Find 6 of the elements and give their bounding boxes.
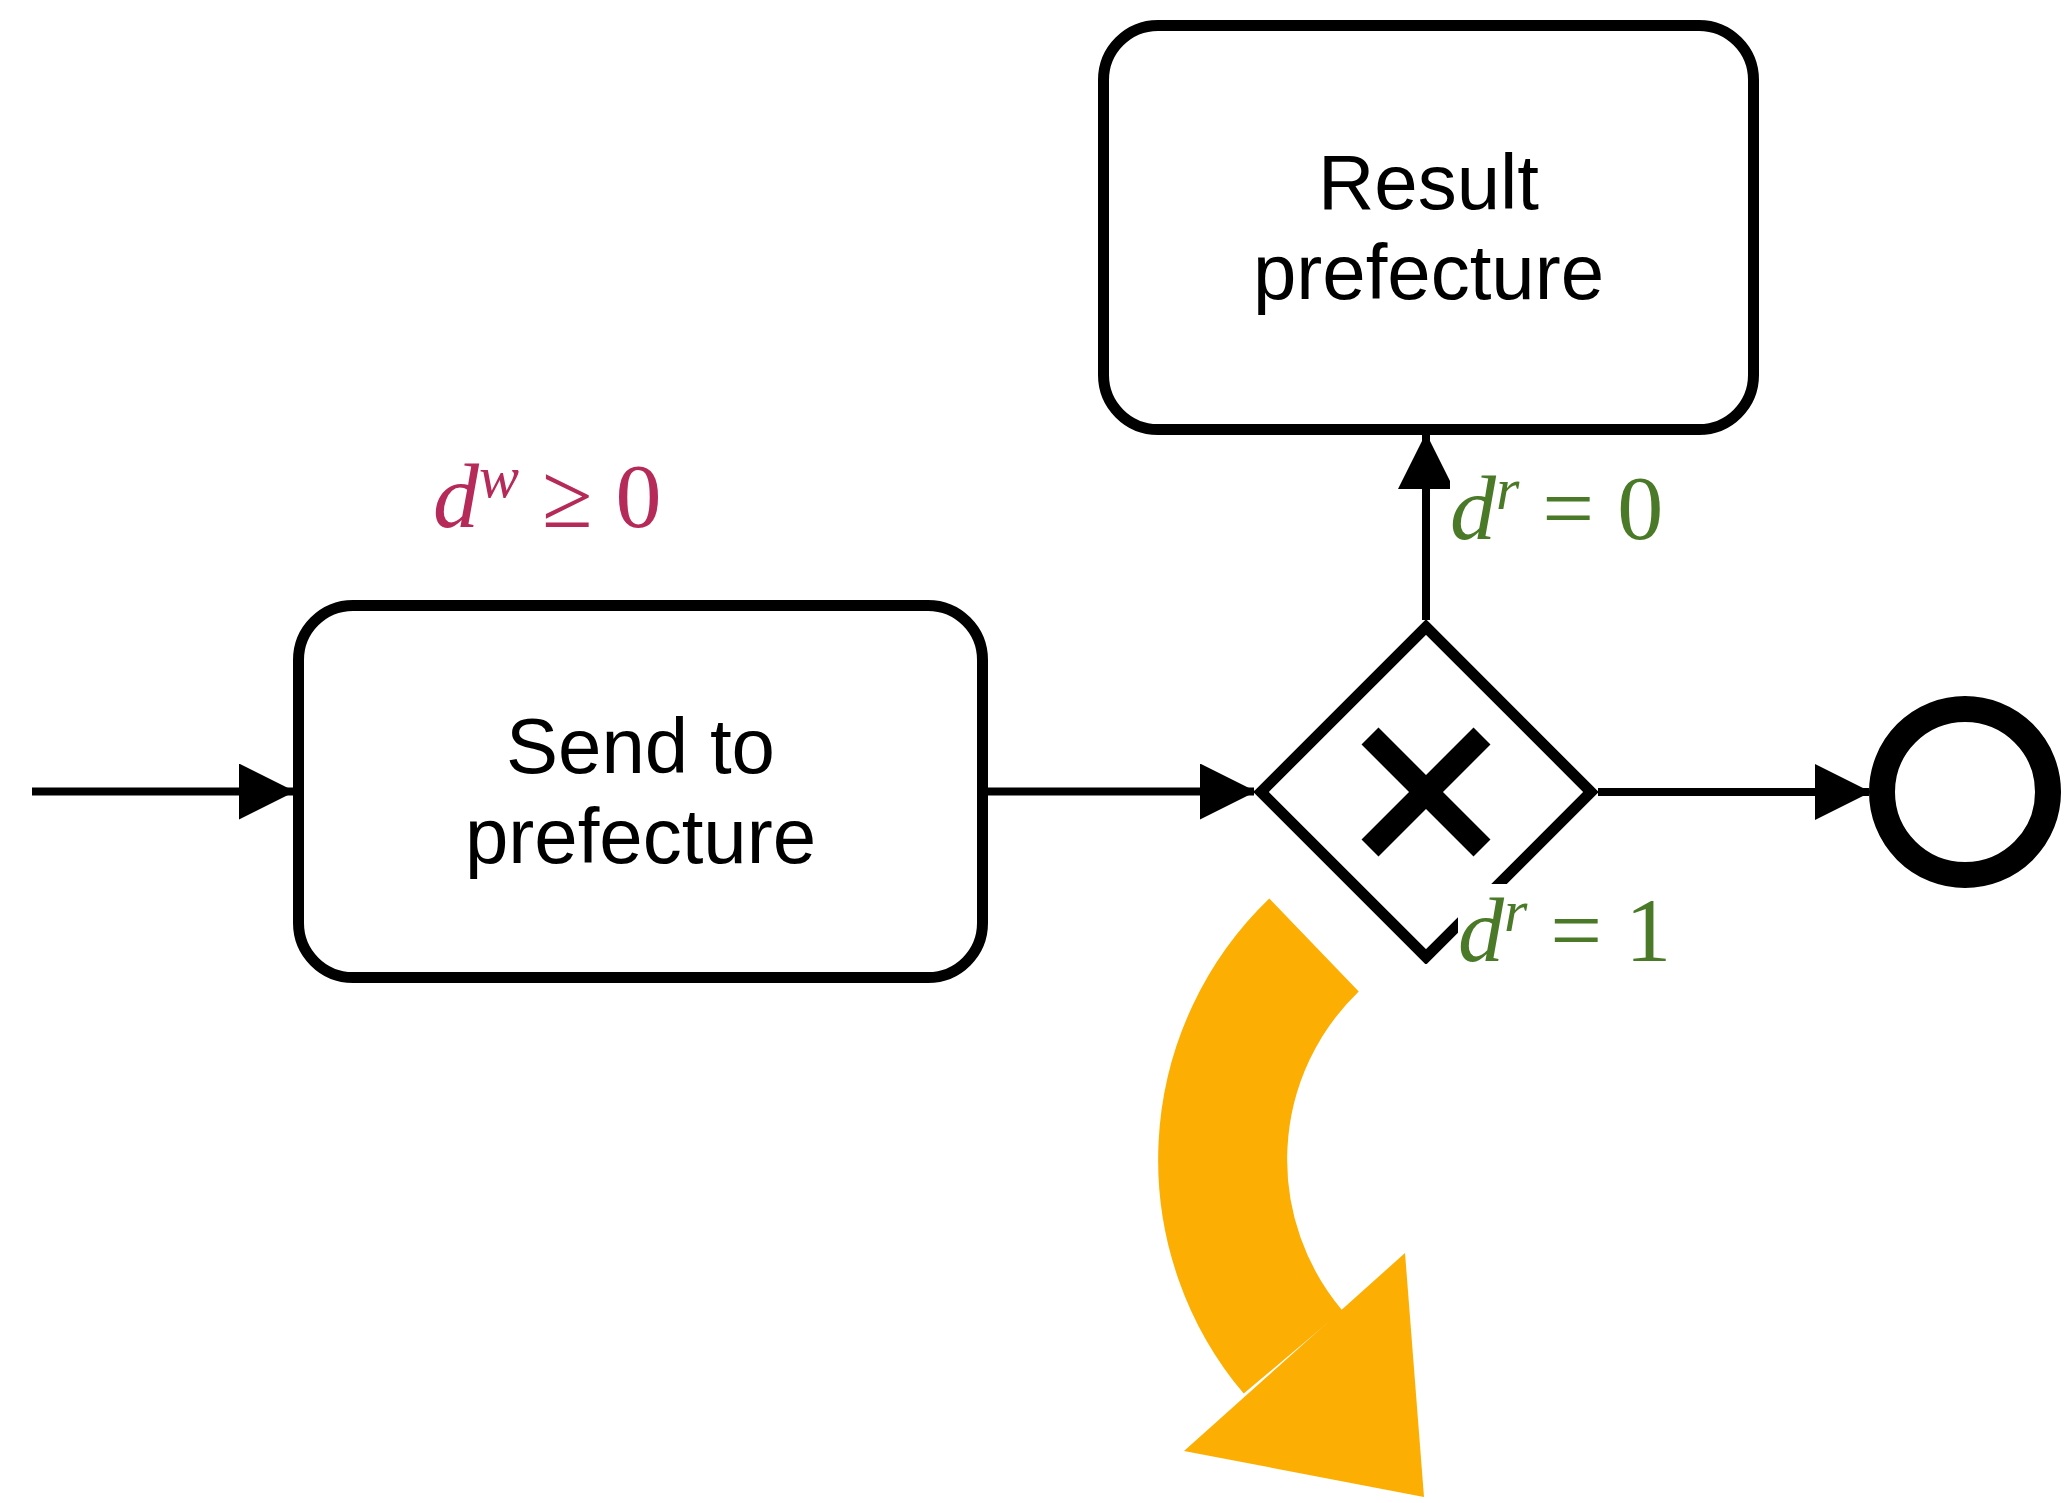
condition-formula: d$^{w}$ ≥ 0 [433,450,662,542]
task-box [293,600,988,983]
task-label: Send to prefecture [463,701,818,882]
task-label: Result prefecture [1251,137,1606,318]
task-box [1098,20,1759,435]
arrow [988,763,1256,820]
